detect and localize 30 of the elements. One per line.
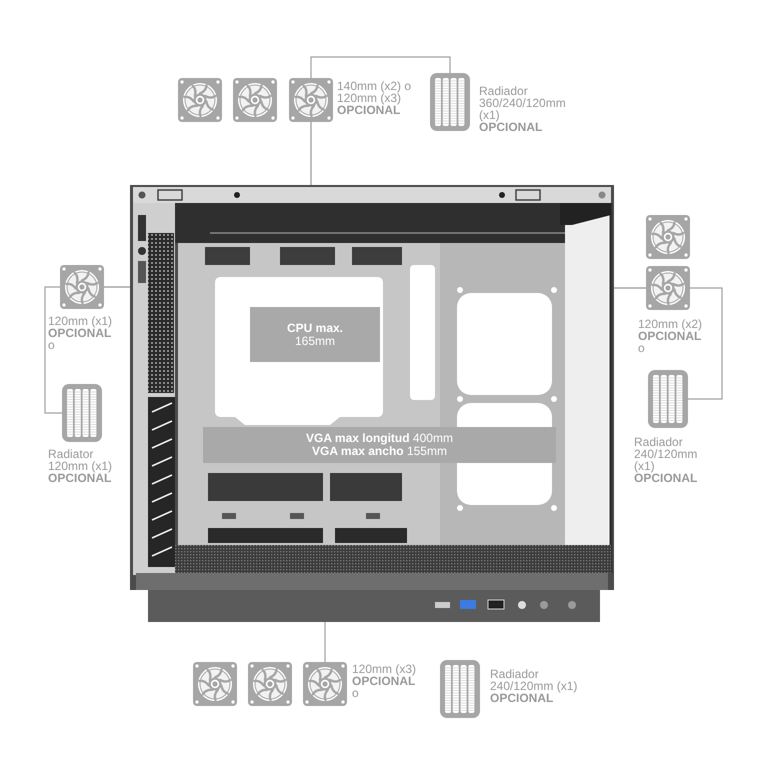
radiator-icon (648, 370, 688, 428)
callout-text: Radiator 120mm (x1) OPCIONAL (48, 448, 114, 484)
fan-icon (193, 662, 237, 706)
callout-text: Radiador 360/240/120mm (x1) OPCIONAL (479, 85, 567, 133)
fan-icon (646, 266, 690, 310)
callout-text: 120mm (x3) OPCIONAL o (352, 663, 418, 699)
radiator-icon (430, 73, 470, 131)
leader-line (324, 622, 326, 662)
spec-text: VGA max longitud 400mm (306, 432, 453, 445)
leader-line (614, 287, 723, 400)
callout-text: 140mm (x2) o 120mm (x3) OPCIONAL (337, 80, 412, 116)
spec-panel (250, 307, 380, 362)
fan-icon (303, 662, 347, 706)
radiator-icon (62, 384, 102, 442)
fan-icon (646, 215, 690, 259)
leader-line (44, 286, 130, 414)
fan-icon (178, 78, 222, 122)
callout-text: Radiador 240/120mm (x1) OPCIONAL (490, 668, 578, 704)
spec-text: CPU max. 165mm (286, 322, 344, 348)
fan-icon (233, 78, 277, 122)
callout-text: Radiador 240/120mm (x1) OPCIONAL (634, 436, 698, 484)
callout-text: 120mm (x1) OPCIONAL o (48, 315, 114, 351)
spec-panel (203, 427, 556, 463)
callout-text: 120mm (x2) OPCIONAL o (638, 318, 704, 354)
radiator-icon (440, 660, 480, 718)
fan-icon (289, 78, 333, 122)
fan-icon (60, 265, 104, 309)
leader-line (310, 56, 451, 185)
fan-icon (248, 662, 292, 706)
spec-text: VGA max ancho 155mm (312, 445, 447, 458)
